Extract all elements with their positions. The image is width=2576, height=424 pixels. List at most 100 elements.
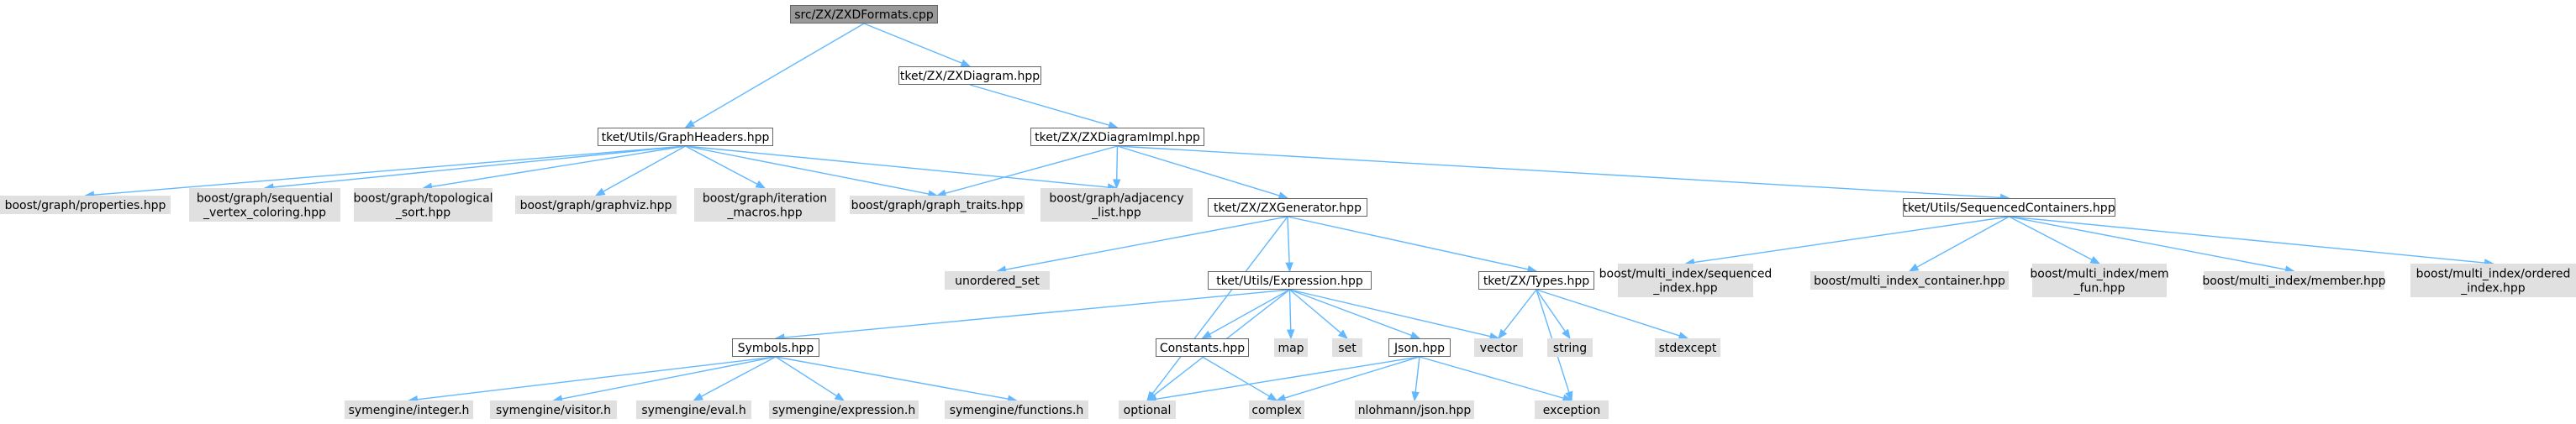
edge-constants-to-complex	[1202, 356, 1278, 401]
node-label: map	[1277, 342, 1304, 355]
node-box	[1030, 128, 1204, 146]
node-nlohmann: nlohmann/json.hpp	[1355, 400, 1474, 419]
node-sym_functions: symengine/functions.h	[945, 400, 1088, 419]
node-root: src/ZX/ZXDFormats.cpp	[790, 5, 938, 24]
edge-graphheaders-to-adjlist	[685, 145, 1118, 191]
node-types[interactable]: tket/ZX/Types.hpp	[1478, 271, 1594, 290]
edge-line	[1536, 289, 1680, 337]
node-seqcontainers[interactable]: tket/Utils/SequencedContainers.hpp	[1903, 198, 2115, 217]
edge-symbols-to-sym_expression	[775, 356, 845, 401]
edge-arrowhead	[684, 119, 695, 128]
edge-line	[685, 145, 930, 195]
edge-line	[2009, 216, 2093, 261]
node-label: tket/Utils/Expression.hpp	[1216, 275, 1363, 288]
node-box	[1332, 338, 1362, 357]
edge-arrowhead	[1678, 332, 1689, 340]
node-zxgenerator[interactable]: tket/ZX/ZXGenerator.hpp	[1208, 198, 1367, 217]
node-box	[2410, 264, 2576, 297]
node-adjlist: boost/graph/adjacency_list.hpp	[1040, 188, 1193, 222]
node-set: set	[1332, 338, 1362, 357]
edge-line	[603, 145, 686, 192]
node-vector: vector	[1474, 338, 1523, 357]
node-mi_sequenced: boost/multi_index/sequenced_index.hpp	[1599, 264, 1772, 297]
node-label: boost/graph/iteration	[703, 192, 827, 206]
node-label: boost/graph/properties.hpp	[5, 199, 166, 212]
node-label: boost/graph/graph_traits.hpp	[851, 199, 1024, 212]
node-box	[1474, 338, 1523, 357]
node-expression[interactable]: tket/Utils/Expression.hpp	[1208, 271, 1372, 290]
node-box	[1208, 271, 1372, 290]
edge-line	[685, 145, 1109, 188]
edge-arrowhead	[960, 59, 972, 67]
node-box	[598, 128, 773, 146]
node-itermacros: boost/graph/iteration_macros.hpp	[694, 188, 835, 222]
node-zxdiagramimpl[interactable]: tket/ZX/ZXDiagramImpl.hpp	[1030, 128, 1204, 146]
node-label: stdexcept	[1659, 342, 1717, 355]
node-label: string	[1553, 342, 1587, 355]
edge-expression-to-map	[1286, 289, 1295, 340]
node-label: _fun.hpp	[2073, 282, 2126, 296]
node-box	[1355, 400, 1474, 419]
edge-arrowhead	[1565, 390, 1573, 402]
node-constants[interactable]: Constants.hpp	[1156, 338, 1249, 357]
node-label: _vertex_coloring.hpp	[203, 207, 326, 220]
node-label: tket/ZX/ZXDiagramImpl.hpp	[1035, 131, 1200, 144]
node-box	[945, 400, 1088, 419]
node-zxdiagram[interactable]: tket/ZX/ZXDiagram.hpp	[898, 66, 1041, 85]
edge-line	[1005, 216, 1288, 270]
edge-line	[417, 356, 777, 400]
edge-line	[272, 145, 686, 188]
node-box	[515, 196, 677, 214]
node-mi_container: boost/multi_index_container.hpp	[1810, 271, 2009, 290]
edge-line	[93, 145, 686, 196]
node-label: symengine/integer.h	[349, 404, 470, 417]
edge-arrowhead	[1409, 331, 1421, 339]
edge-line	[685, 145, 758, 185]
node-json[interactable]: Json.hpp	[1388, 338, 1451, 357]
edge-line	[1202, 356, 1270, 397]
edge-line	[1414, 356, 1420, 393]
edge-root-to-graphheaders	[684, 23, 865, 128]
edge-arrowhead	[1112, 179, 1121, 190]
node-box	[945, 271, 1050, 290]
edge-arrowhead	[693, 392, 703, 401]
edge-zxdiagramimpl-to-seqcontainers	[1117, 145, 2010, 202]
node-label: boost/multi_index/mem	[2030, 268, 2168, 281]
edge-line	[1916, 216, 2010, 268]
edge-line	[2009, 216, 2286, 270]
node-box	[354, 188, 493, 222]
node-label: boost/multi_index_container.hpp	[1814, 275, 2005, 288]
node-box	[490, 400, 617, 419]
node-properties: boost/graph/properties.hpp	[0, 196, 171, 214]
edge-zxgenerator-to-types	[1287, 216, 1538, 274]
node-label: symengine/expression.h	[772, 404, 916, 417]
node-symbols[interactable]: Symbols.hpp	[732, 338, 819, 357]
edge-line	[1289, 289, 1412, 337]
edge-zxdiagramimpl-to-adjlist	[1112, 145, 1121, 190]
node-label: _list.hpp	[1091, 207, 1141, 220]
node-label: boost/graph/topological	[353, 192, 493, 206]
edges-layer	[84, 23, 2494, 404]
edge-zxdiagram-to-zxdiagramimpl	[969, 84, 1119, 129]
edge-arrowhead	[1498, 328, 1508, 340]
node-topo: boost/graph/topological_sort.hpp	[353, 188, 493, 222]
edge-zxgenerator-to-expression	[1285, 216, 1293, 273]
node-graphheaders[interactable]: tket/Utils/GraphHeaders.hpp	[598, 128, 773, 146]
node-label: exception	[1543, 404, 1600, 417]
node-sym_visitor: symengine/visitor.h	[490, 400, 617, 419]
node-box	[636, 400, 751, 419]
edge-seqcontainers-to-mi_sequenced	[1684, 216, 2010, 267]
edge-arrowhead	[594, 187, 606, 196]
edge-arrowhead	[834, 392, 845, 401]
node-label: boost/multi_index/member.hpp	[2202, 275, 2385, 288]
edge-line	[1117, 145, 2001, 199]
edge-line	[945, 145, 1118, 195]
node-sym_eval: symengine/eval.h	[636, 400, 751, 419]
node-exception: exception	[1535, 400, 1609, 419]
edge-symbols-to-sym_eval	[693, 356, 777, 401]
node-label: complex	[1251, 404, 1301, 417]
edge-arrowhead	[1908, 263, 1920, 272]
edge-arrowhead	[1337, 329, 1349, 339]
edge-arrowhead	[1108, 121, 1119, 129]
